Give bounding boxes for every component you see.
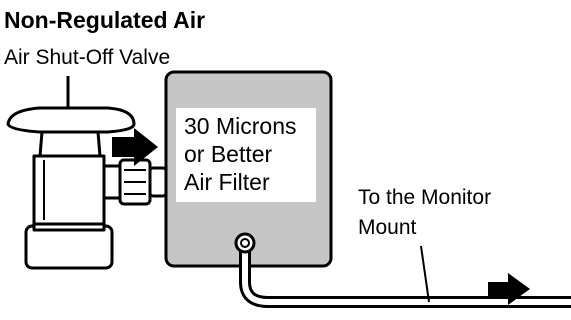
air-filter [164,70,333,268]
destination-label-line-2: Mount [358,216,417,239]
air-filter-label-panel [176,108,316,202]
valve-fitting-coupler [148,166,168,198]
valve-bonnet [38,130,102,158]
destination-label-line-1: To the Monitor [358,186,491,209]
right-arrow-icon [488,273,530,305]
monitor-tube [239,238,571,308]
monitor-mount-leader [420,245,430,303]
filter-label-line-1: 30 Microns [184,113,296,139]
filter-label-line-3: Air Filter [184,169,270,195]
valve-inlet [24,224,114,270]
air-shut-off-valve [6,76,168,270]
right-arrow-icon [112,128,158,166]
filter-outlet-fitting [234,232,256,254]
filter-label-line-2: or Better [184,141,273,167]
valve-outlet [102,164,122,200]
valve-handle [6,106,136,134]
valve-label: Air Shut-Off Valve [4,46,170,69]
diagram-title: Non-Regulated Air [4,7,205,33]
